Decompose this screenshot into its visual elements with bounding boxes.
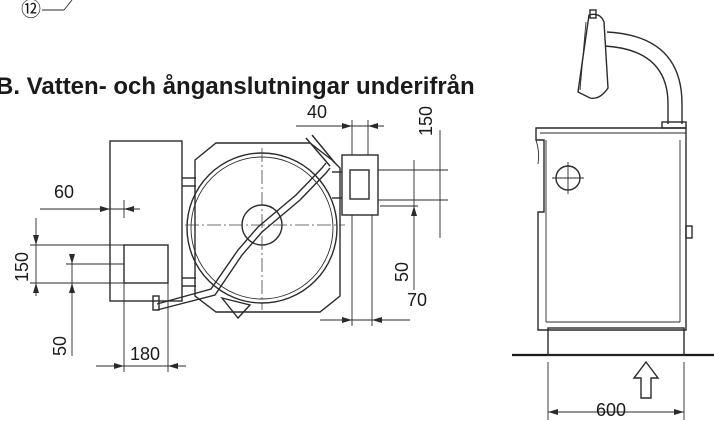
callout-12: ⑫ [21, 0, 73, 21]
dim-180-label: 180 [130, 344, 160, 364]
side-view: 600 [512, 9, 714, 420]
dim-150-top-label: 150 [416, 106, 436, 136]
dim-600-label: 600 [596, 400, 626, 420]
steam-connection-hatched [349, 169, 370, 200]
section-title: B. Vatten- och ånganslutningar underifrå… [0, 73, 475, 100]
up-arrow-icon [632, 360, 660, 399]
dimension-lines: 40 150 50 70 60 150 [12, 102, 448, 372]
faucet-head [577, 13, 609, 99]
water-connection-hatched [123, 244, 169, 284]
dim-60-label: 60 [54, 182, 74, 202]
kettle-body [535, 127, 687, 331]
dim-150-left-label: 150 [12, 252, 32, 282]
dim-70-label: 70 [407, 290, 427, 310]
steam-connection-box [341, 154, 379, 216]
drum-frame [194, 142, 341, 313]
callout-number: ⑫ [21, 0, 41, 21]
bottom-view [109, 134, 379, 320]
base-box [109, 140, 183, 302]
dim-50-right-label: 50 [392, 262, 412, 282]
pedestal [547, 327, 685, 356]
dim-40-label: 40 [307, 102, 327, 122]
dim-50-left-label: 50 [50, 336, 70, 356]
